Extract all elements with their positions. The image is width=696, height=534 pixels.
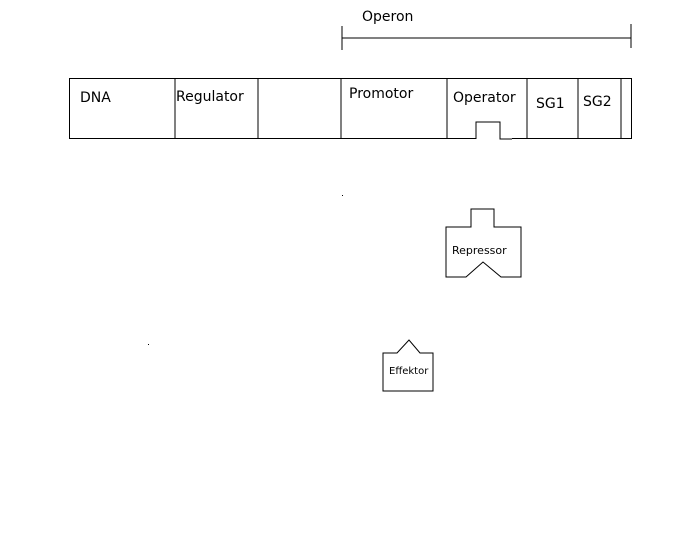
- stray-dot: [342, 195, 343, 196]
- effektor-label: Effektor: [389, 366, 429, 377]
- dna-segment-label: DNA: [80, 90, 111, 106]
- stray-dot: [148, 344, 149, 345]
- repressor-shape: [445, 208, 522, 278]
- operator-binding-site: [475, 121, 512, 140]
- regulator-segment-label: Regulator: [176, 89, 244, 105]
- effektor-shape: [382, 339, 434, 392]
- sg2-segment-label: SG2: [583, 94, 612, 110]
- dna-strip: [69, 78, 632, 139]
- repressor-label: Repressor: [452, 244, 507, 257]
- operon-label: Operon: [362, 9, 414, 25]
- operon-bracket: [341, 24, 632, 50]
- operator-segment-label: Operator: [453, 90, 516, 106]
- sg1-segment-label: SG1: [536, 96, 565, 112]
- promotor-segment-label: Promotor: [349, 86, 414, 102]
